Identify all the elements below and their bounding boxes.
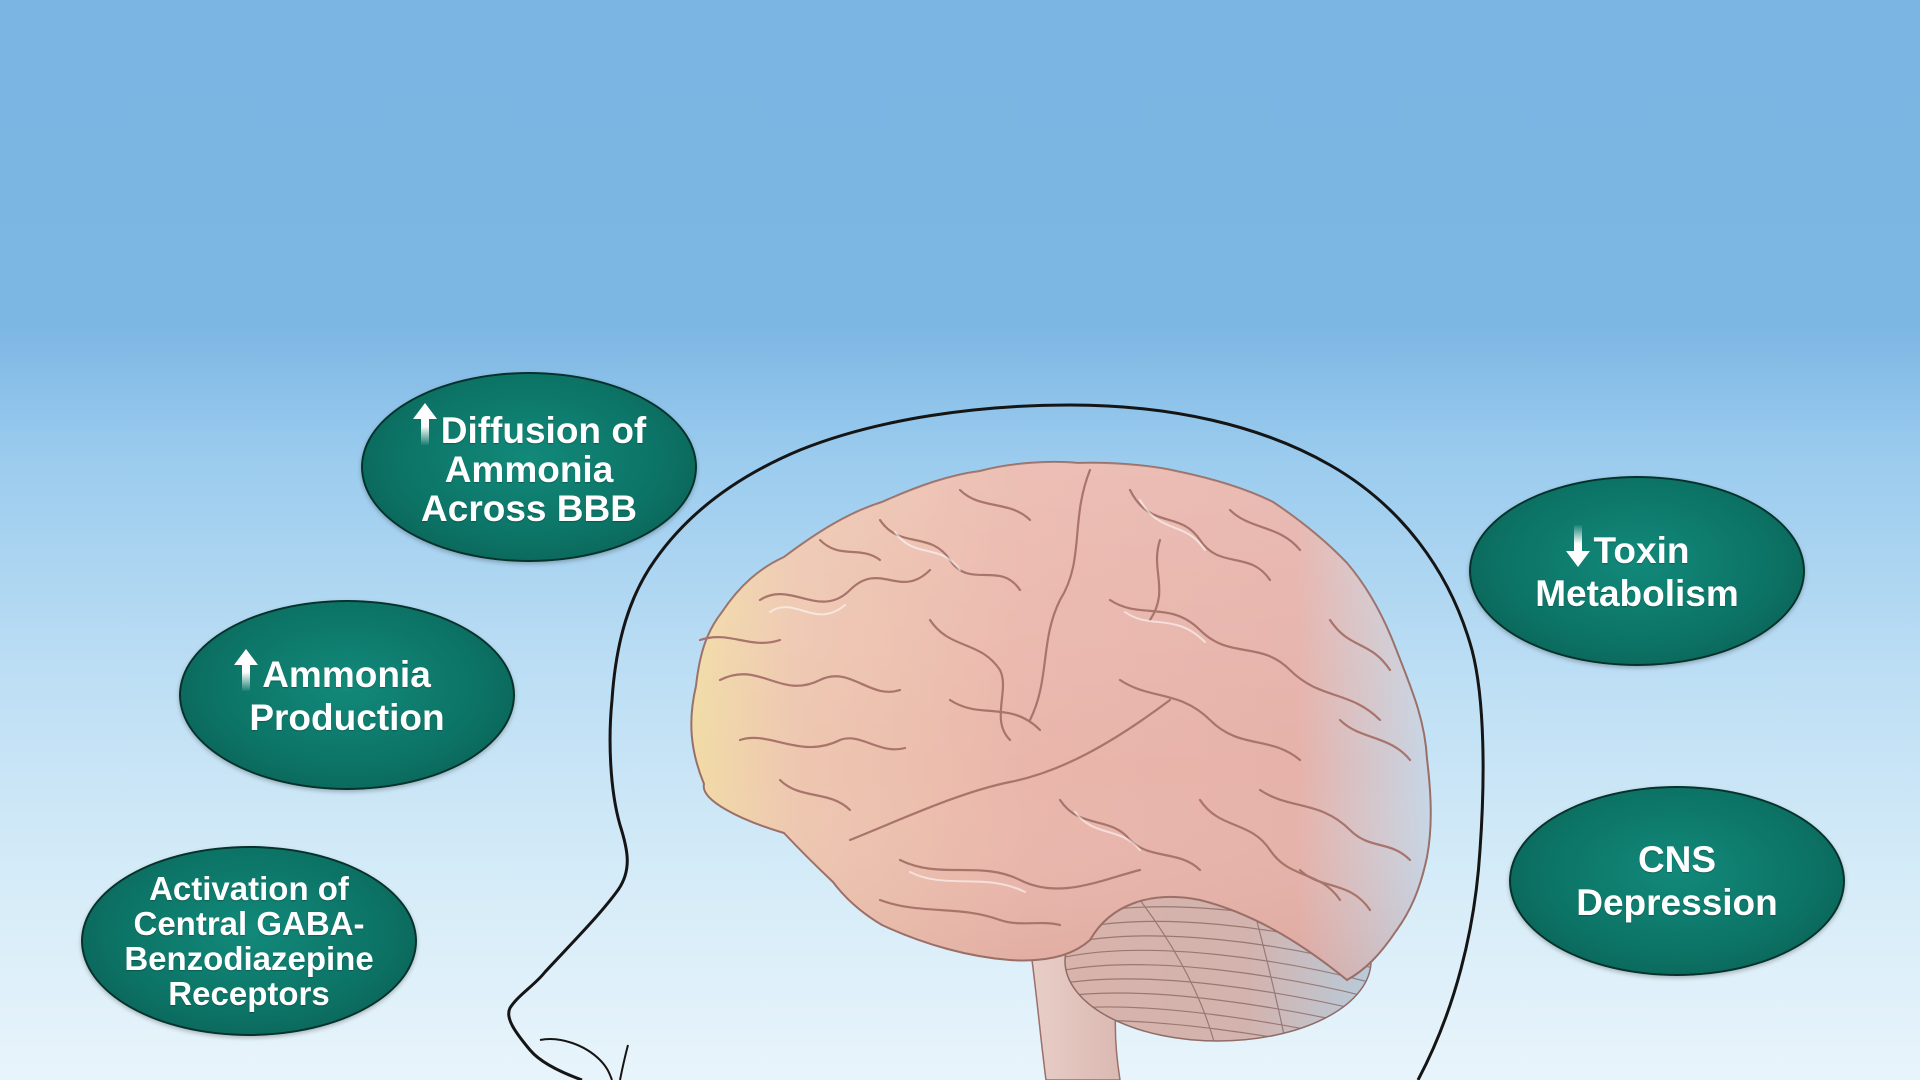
bubble-text: CNS	[1638, 838, 1716, 881]
bubble-text: Ammonia	[445, 450, 614, 489]
bubble-line: Ammonia	[233, 652, 431, 696]
nostril-outline	[540, 1039, 612, 1080]
bubble-text: Toxin	[1594, 529, 1690, 572]
bubble-text: Ammonia	[262, 653, 431, 696]
bubble-line: Activation of	[149, 871, 349, 906]
bubble-line: Benzodiazepine	[124, 941, 373, 976]
bubble-line: Central GABA-	[133, 906, 364, 941]
bubble-text: Activation of	[149, 871, 349, 906]
bubble-toxin-metabolism: Toxin Metabolism	[1469, 476, 1805, 666]
bubble-line: Toxin	[1565, 528, 1690, 572]
brain-cerebrum-shading	[691, 462, 1430, 980]
bubble-ammonia-production: Ammonia Production	[179, 600, 515, 790]
bubble-text: Depression	[1576, 881, 1778, 924]
bubble-text: Production	[249, 696, 444, 739]
bubble-diffusion-of-ammonia: Diffusion of Ammonia Across BBB	[361, 372, 697, 562]
bubble-text: Diffusion of	[441, 411, 647, 450]
bubble-line: CNS	[1638, 838, 1716, 881]
bubble-gaba-benzodiazepine-activation: Activation of Central GABA- Benzodiazepi…	[81, 846, 417, 1036]
up-arrow-icon	[233, 648, 259, 692]
bubble-text: Receptors	[168, 976, 329, 1011]
bubble-cns-depression: CNS Depression	[1509, 786, 1845, 976]
up-arrow-icon	[412, 402, 438, 446]
bubble-line: Ammonia	[445, 450, 614, 489]
bubble-line: Depression	[1576, 881, 1778, 924]
bubble-text: Across BBB	[421, 489, 637, 528]
bubble-line: Production	[249, 696, 444, 739]
lip-outline	[620, 1045, 628, 1080]
bubble-line: Metabolism	[1535, 572, 1739, 615]
bubble-text: Metabolism	[1535, 572, 1739, 615]
bubble-line: Diffusion of	[412, 406, 647, 450]
bubble-text: Benzodiazepine	[124, 941, 373, 976]
bubble-text: Central GABA-	[133, 906, 364, 941]
down-arrow-icon	[1565, 524, 1591, 568]
bubble-line: Receptors	[168, 976, 329, 1011]
bubble-line: Across BBB	[421, 489, 637, 528]
